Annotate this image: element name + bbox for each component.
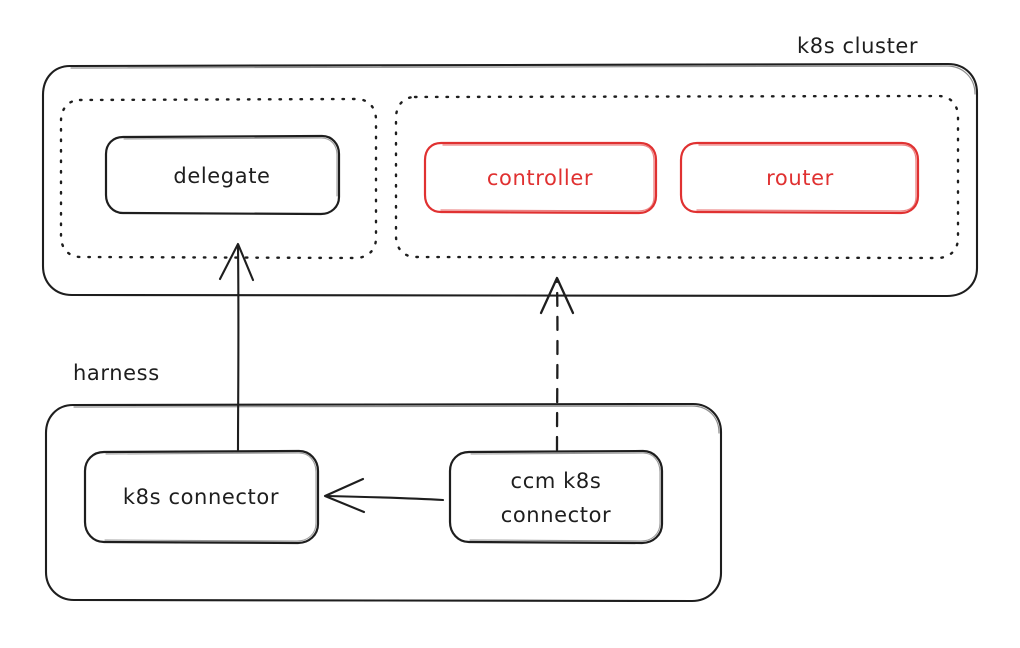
- node-controller[interactable]: controller: [423, 141, 658, 215]
- node-ccm-k8s-connector[interactable]: ccm k8s connector: [448, 449, 664, 545]
- node-router[interactable]: router: [679, 141, 920, 215]
- group-title-harness: harness: [73, 361, 160, 385]
- node-delegate[interactable]: delegate: [104, 134, 341, 216]
- group-k8s-cluster[interactable]: [41, 62, 979, 298]
- edge-connector-to-delegate[interactable]: [218, 242, 255, 452]
- group-title-k8s-cluster: k8s cluster: [797, 34, 918, 58]
- node-label-ccm-k8s-connector-line2: connector: [501, 503, 612, 527]
- node-label-k8s-connector: k8s connector: [123, 485, 279, 509]
- node-k8s-connector[interactable]: k8s connector: [83, 449, 320, 545]
- node-label-router: router: [766, 166, 834, 190]
- node-label-delegate: delegate: [173, 164, 270, 188]
- edge-ccm-to-services[interactable]: [539, 276, 575, 452]
- edge-ccm-to-connector[interactable]: [323, 477, 445, 514]
- node-label-controller: controller: [487, 166, 593, 190]
- group-harness[interactable]: [44, 402, 723, 603]
- group-services-dotted[interactable]: [394, 94, 960, 260]
- node-label-ccm-k8s-connector-line1: ccm k8s: [511, 469, 602, 493]
